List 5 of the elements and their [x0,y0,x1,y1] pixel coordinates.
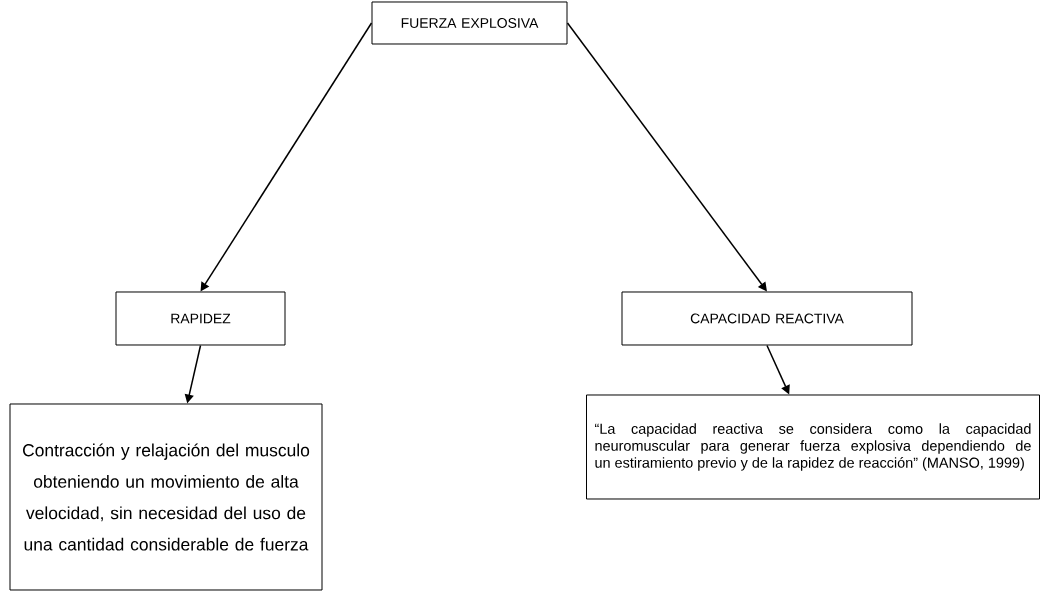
concept-box: CAPACIDAD REACTIVA [621,291,913,346]
definition-box: Contracción y relajación del musculo obteniendo un movimiento de alta velocidad, sin necesidad del uso de una cantidad considerable de fuerza [9,403,323,591]
quote-box: “La capacidad reactiva se considera como la capacidad neuromuscular para generar fuerza explosiva dependiendo de un estiramiento previo y de la rapidez de reacción” (MANSO, 1999) [586,394,1040,500]
concept-box: RAPIDEZ [115,291,286,346]
title-box: FUERZA EXPLOSIVA [371,1,568,45]
